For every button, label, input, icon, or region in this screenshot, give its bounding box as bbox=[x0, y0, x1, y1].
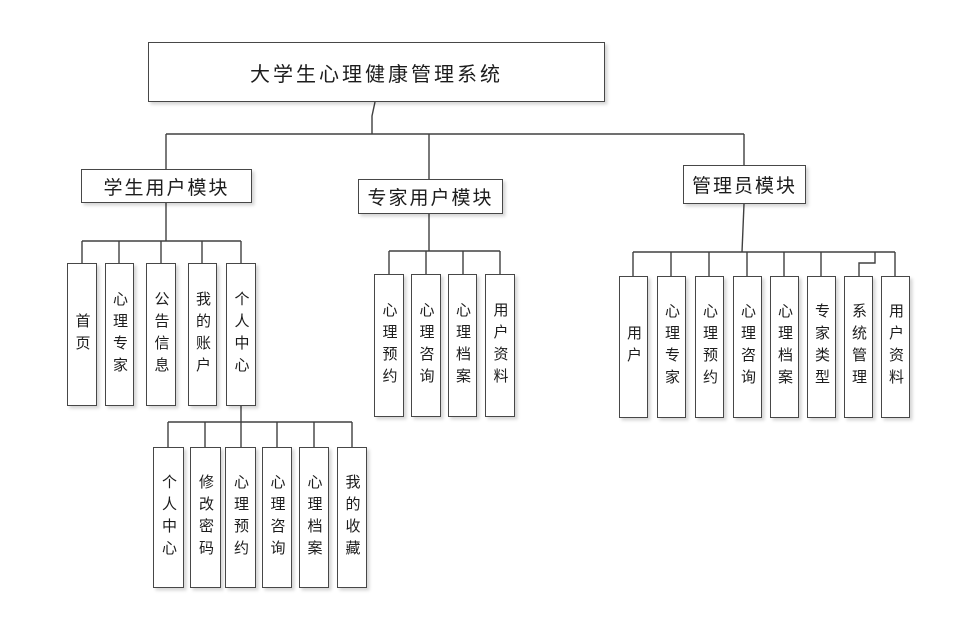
node-admin-expert-types-label: 专家类型 bbox=[813, 303, 831, 391]
node-psychology-archive-label: 心理档案 bbox=[305, 473, 324, 562]
node-my-favorites-label: 我的收藏 bbox=[343, 473, 362, 562]
node-admin-users-label: 用户 bbox=[625, 325, 643, 369]
node-psychology-experts-label: 心理专家 bbox=[111, 290, 129, 379]
node-psychology-appointment-label: 心理预约 bbox=[232, 473, 250, 562]
node-admin-module: 管理员模块 bbox=[683, 165, 806, 204]
node-student-module: 学生用户模块 bbox=[81, 169, 252, 203]
node-expert-psychology-archive: 心理档案 bbox=[448, 274, 477, 417]
node-my-favorites: 我的收藏 bbox=[337, 447, 367, 588]
node-psychology-appointment: 心理预约 bbox=[225, 447, 256, 588]
node-psychology-consultation: 心理咨询 bbox=[262, 447, 292, 588]
node-admin-psychology-appointment: 心理预约 bbox=[695, 276, 724, 418]
node-announcements: 公告信息 bbox=[146, 263, 176, 406]
node-expert-psychology-appointment-label: 心理预约 bbox=[380, 301, 399, 390]
node-change-password: 修改密码 bbox=[190, 447, 221, 588]
node-admin-psychology-archive: 心理档案 bbox=[770, 276, 799, 418]
node-admin-system-management: 系统管理 bbox=[844, 276, 873, 418]
node-admin-psychology-appointment-label: 心理预约 bbox=[701, 303, 719, 391]
node-admin-psychology-experts: 心理专家 bbox=[657, 276, 686, 418]
node-personal-center-sub: 个人中心 bbox=[153, 447, 184, 588]
node-psychology-experts: 心理专家 bbox=[105, 263, 134, 406]
node-announcements-label: 公告信息 bbox=[152, 290, 171, 379]
node-admin-users: 用户 bbox=[619, 276, 648, 418]
connector-expert-module bbox=[388, 214, 501, 274]
node-psychology-archive: 心理档案 bbox=[299, 447, 329, 588]
connector-personal-center-subtree bbox=[167, 406, 353, 447]
node-personal-center-sub-label: 个人中心 bbox=[160, 473, 178, 562]
node-my-account: 我的账户 bbox=[188, 263, 217, 406]
connector-student-module bbox=[81, 203, 242, 263]
node-expert-module: 专家用户模块 bbox=[358, 179, 503, 214]
node-home-label: 首页 bbox=[73, 312, 92, 357]
node-expert-psychology-archive-label: 心理档案 bbox=[454, 301, 472, 390]
node-personal-center-label: 个人中心 bbox=[232, 290, 251, 379]
connector-admin-module bbox=[632, 203, 896, 276]
connector-root-to-main bbox=[165, 101, 745, 179]
node-root-title: 大学生心理健康管理系统 bbox=[148, 42, 605, 102]
node-expert-psychology-appointment: 心理预约 bbox=[374, 274, 404, 417]
node-expert-user-profile-label: 用户资料 bbox=[491, 301, 510, 390]
node-admin-user-profile-label: 用户资料 bbox=[887, 303, 905, 391]
node-admin-psychology-consultation-label: 心理咨询 bbox=[739, 303, 757, 391]
node-admin-psychology-experts-label: 心理专家 bbox=[663, 303, 681, 391]
node-psychology-consultation-label: 心理咨询 bbox=[268, 473, 287, 562]
node-home: 首页 bbox=[67, 263, 97, 406]
node-admin-psychology-consultation: 心理咨询 bbox=[733, 276, 762, 418]
node-personal-center: 个人中心 bbox=[226, 263, 256, 406]
node-admin-psychology-archive-label: 心理档案 bbox=[776, 303, 794, 391]
node-expert-psychology-consultation: 心理咨询 bbox=[411, 274, 441, 417]
node-expert-user-profile: 用户资料 bbox=[485, 274, 515, 417]
node-my-account-label: 我的账户 bbox=[194, 290, 212, 379]
node-admin-expert-types: 专家类型 bbox=[807, 276, 836, 418]
node-admin-system-management-label: 系统管理 bbox=[850, 303, 868, 391]
node-expert-psychology-consultation-label: 心理咨询 bbox=[417, 301, 436, 390]
node-change-password-label: 修改密码 bbox=[197, 473, 215, 562]
node-admin-user-profile: 用户资料 bbox=[881, 276, 910, 418]
